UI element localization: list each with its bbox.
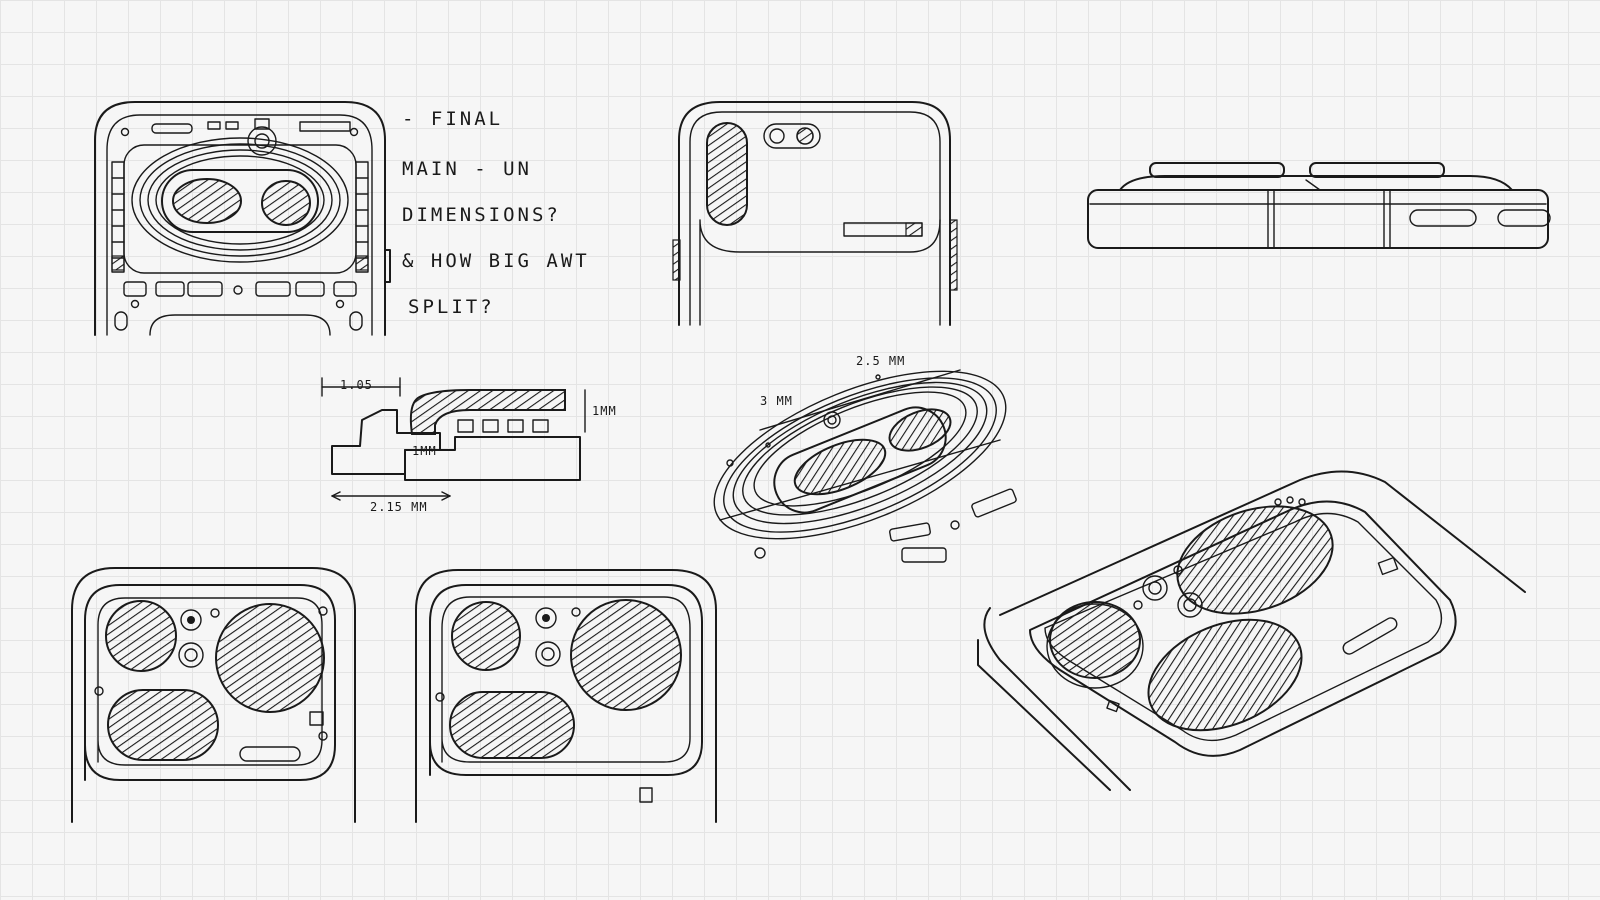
dim-iso-depth: 3 MM [760,394,793,408]
note-how-big: & HOW BIG AWT [402,250,590,272]
sketch-bottom-left-phone-b [415,569,717,823]
sketch-bottom-right-iso-phone [977,470,1526,791]
note-split: SPLIT? [408,296,495,318]
dim-bottom-width: 2.15 MM [370,500,428,514]
note-dimensions: DIMENSIONS? [402,204,561,226]
sketch-bottom-left-phone-a [71,567,356,823]
dim-iso-width: 2.5 MM [856,354,906,368]
sketch-cross-section [321,377,586,501]
sketch-iso-bump [713,369,1017,563]
sketch-top-center-phone [672,101,958,326]
note-main-un: MAIN - UN [402,158,532,180]
sketch-top-right-profile [1087,162,1551,249]
note-final: - FINAL [402,108,504,130]
dim-inner-height: 1MM [412,444,437,458]
dim-top-offset: 1.05 [340,378,373,392]
sketch-top-left-module [94,101,391,336]
dim-right-height: 1MM [592,404,617,418]
